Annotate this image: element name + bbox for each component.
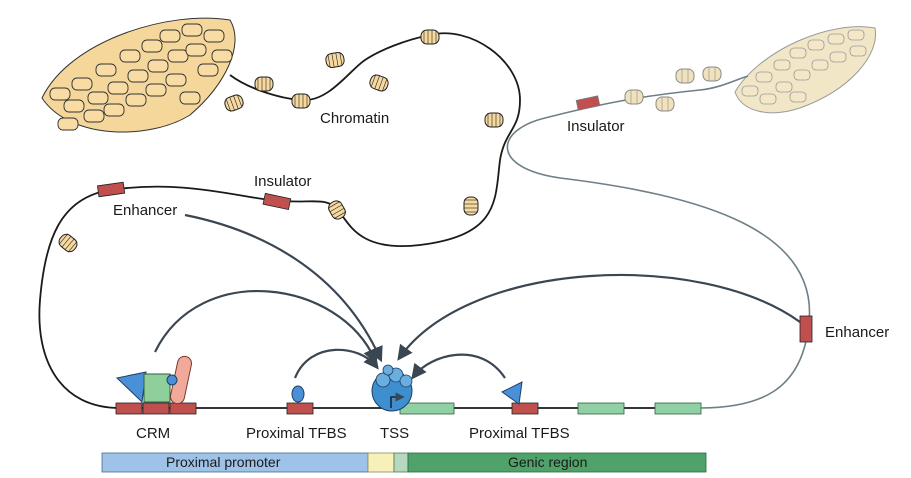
label-enhancer-left: Enhancer (113, 202, 177, 219)
proximal-tfbs-left-element (286, 402, 314, 415)
label-insulator-top: Insulator (567, 118, 625, 135)
enhancer-right-element (799, 315, 813, 343)
label-enhancer-right: Enhancer (825, 324, 889, 341)
label-chromatin: Chromatin (320, 110, 389, 127)
regulatory-arrows (154, 213, 801, 380)
label-tss: TSS (380, 425, 409, 442)
insulator-top-element (575, 95, 601, 111)
genic-region (407, 452, 707, 473)
proximal-tfbs-right-factor (501, 381, 523, 405)
tss-complex (371, 364, 413, 412)
label-genic-region: Genic region (508, 454, 587, 470)
proximal-tfbs-left-factor (291, 385, 305, 403)
region-bar: Proximal promoter Genic region (101, 452, 707, 473)
label-proximal-promoter: Proximal promoter (166, 454, 281, 470)
dna-strand-grey (506, 75, 811, 409)
dna-strand-black (38, 32, 700, 409)
label-proximal-tfbs-right: Proximal TFBS (469, 425, 570, 442)
label-insulator-mid: Insulator (254, 173, 312, 190)
insulator-mid-element (262, 192, 292, 211)
enhancer-left-element (96, 181, 126, 198)
condensed-chromatin-right (734, 26, 877, 114)
crm-elements (115, 402, 197, 415)
utr-region (393, 452, 409, 473)
label-proximal-tfbs-left: Proximal TFBS (246, 425, 347, 442)
tss-region (367, 452, 395, 473)
label-crm: CRM (136, 425, 170, 442)
condensed-chromatin-left (41, 17, 236, 133)
crm-transcription-factors (115, 355, 193, 405)
proximal-tfbs-right-element (511, 402, 539, 415)
